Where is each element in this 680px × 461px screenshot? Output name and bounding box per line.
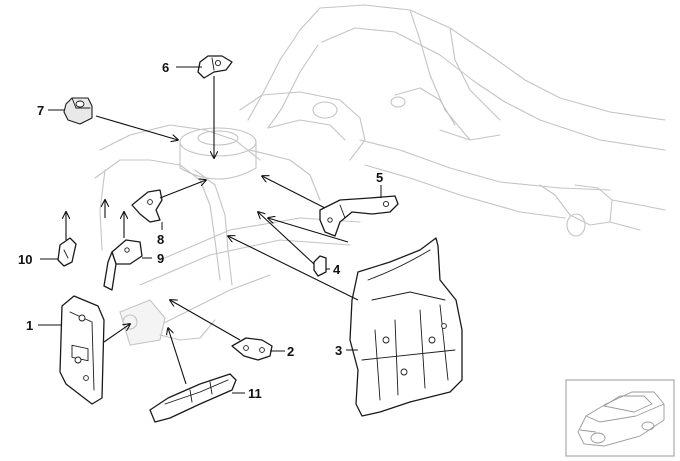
callout-1: 1 <box>26 318 33 333</box>
body-shell-background <box>94 4 666 346</box>
callout-labels: 1 2 3 4 5 6 7 8 9 10 11 <box>18 60 383 401</box>
callout-11: 11 <box>248 386 262 401</box>
part-2-bracket <box>231 337 273 361</box>
part-7-rubber-mount <box>63 97 93 125</box>
callout-8: 8 <box>157 232 164 247</box>
part-11-lower-reinforcement <box>149 373 237 423</box>
callout-10: 10 <box>18 252 32 267</box>
part-6-clip-bracket <box>197 55 233 79</box>
strut-tower-dome <box>179 127 257 180</box>
callout-6: 6 <box>162 60 169 75</box>
callout-3: 3 <box>335 343 342 358</box>
callout-7: 7 <box>37 103 44 118</box>
callout-leaders <box>38 66 382 394</box>
callout-9: 9 <box>157 251 164 266</box>
callout-5: 5 <box>376 170 383 185</box>
part-5-support-bracket <box>319 195 399 237</box>
assembly-arrows <box>66 76 359 385</box>
part-3-wheelhouse-panel <box>349 237 463 417</box>
callout-4: 4 <box>333 262 341 277</box>
part-10-small-clip <box>57 237 77 267</box>
part-8-small-bracket <box>131 189 163 223</box>
part-9-hinge-plate <box>103 239 143 291</box>
part-1-bracket-plate <box>59 295 105 405</box>
vehicle-thumbnail <box>565 379 675 457</box>
callout-2: 2 <box>287 344 294 359</box>
part-4-mini-clip <box>313 255 327 277</box>
